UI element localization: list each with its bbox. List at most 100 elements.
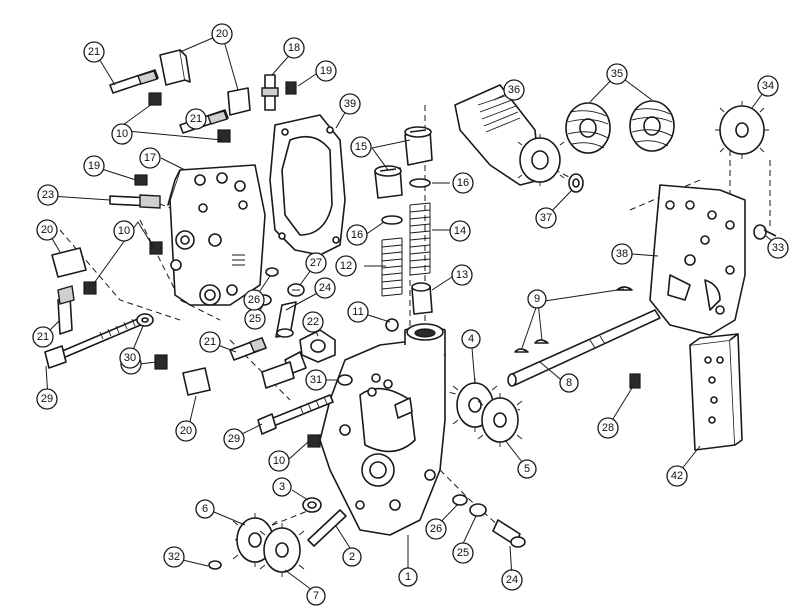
nut-22	[284, 329, 336, 375]
callout-42: 42	[666, 465, 688, 487]
valve-13	[411, 282, 433, 315]
callout-16-right: 16	[452, 172, 474, 194]
callout-32: 32	[163, 546, 185, 568]
callout-26-upper: 26	[243, 289, 265, 311]
callout-20-bottom: 20	[175, 420, 197, 442]
plug-15-upper	[404, 126, 433, 166]
callout-label-10-left: 10	[118, 225, 130, 237]
gear-5	[477, 393, 523, 447]
callout-label-29-lower: 29	[228, 433, 240, 445]
gasket	[269, 114, 346, 256]
callout-label-5: 5	[524, 463, 530, 475]
callout-7: 7	[306, 586, 326, 606]
callout-label-25-lower: 25	[457, 547, 469, 559]
screw-24-upper	[275, 301, 297, 338]
callout-label-15: 15	[355, 141, 367, 153]
callout-label-21-mid: 21	[190, 113, 202, 125]
callout-label-12: 12	[340, 260, 352, 272]
callouts: 1 2 3 4 5 6 7 8 9 10 10 10 10 11 12 13 1…	[32, 23, 789, 606]
callout-10-left: 10	[113, 220, 135, 242]
callout-12: 12	[335, 255, 357, 277]
callout-17: 17	[139, 147, 161, 169]
callout-14: 14	[449, 220, 471, 242]
elbow-fitting-20-mid	[227, 87, 251, 116]
washer-31	[337, 374, 353, 386]
callout-30: 30	[119, 347, 141, 369]
washer-37	[568, 173, 584, 193]
callout-21-top: 21	[83, 41, 105, 63]
screw-33	[753, 224, 777, 240]
callout-label-21-top: 21	[88, 46, 100, 58]
callout-label-25-upper: 25	[249, 313, 261, 325]
callout-label-24-lower: 24	[506, 574, 518, 586]
callout-20-left: 20	[36, 219, 58, 241]
callout-label-19-top: 19	[320, 65, 332, 77]
fitting-23	[109, 194, 161, 209]
callout-33: 33	[767, 237, 789, 259]
callout-label-36: 36	[508, 84, 520, 96]
callout-label-14: 14	[454, 225, 466, 237]
callout-24-upper: 24	[314, 277, 336, 299]
callout-label-34: 34	[762, 80, 774, 92]
callout-27: 27	[305, 252, 327, 274]
callout-label-13: 13	[456, 269, 468, 281]
callout-label-38: 38	[616, 248, 628, 260]
callout-label-26-lower: 26	[430, 523, 442, 535]
callout-34: 34	[757, 75, 779, 97]
callout-28: 28	[597, 417, 619, 439]
callout-16-left: 16	[346, 224, 368, 246]
spring-14	[409, 202, 431, 276]
woodruff-keys	[514, 286, 633, 353]
callout-21-bottom: 21	[199, 331, 221, 353]
callout-label-18: 18	[288, 42, 300, 54]
callout-21-mid: 21	[185, 108, 207, 130]
callout-25-lower: 25	[452, 542, 474, 564]
callout-label-8: 8	[566, 377, 572, 389]
elbow-fitting-20-top	[159, 49, 191, 86]
callout-label-11: 11	[352, 306, 363, 318]
callout-label-17: 17	[144, 152, 156, 164]
callout-19-top: 19	[315, 60, 337, 82]
callout-15: 15	[350, 136, 372, 158]
callout-label-7: 7	[313, 590, 319, 602]
callout-label-20-top: 20	[216, 28, 228, 40]
callout-37: 37	[535, 207, 557, 229]
elbow-fitting-20-left	[51, 247, 87, 278]
callout-38: 38	[611, 243, 633, 265]
callout-label-19-left: 19	[88, 160, 100, 172]
callout-label-35: 35	[611, 68, 623, 80]
callout-label-16-left: 16	[351, 229, 363, 241]
bolt-29-lower	[257, 394, 334, 435]
elbow-fitting-20-bottom	[182, 367, 211, 396]
callout-label-37: 37	[540, 212, 552, 224]
fitting-21-lower-left	[261, 361, 295, 389]
drive-gear-shaft	[454, 84, 565, 186]
fitting-18	[261, 74, 279, 111]
callout-5: 5	[517, 459, 537, 479]
washer-30	[136, 313, 154, 327]
gear-7	[259, 523, 305, 577]
callout-label-4: 4	[468, 333, 474, 345]
callout-2: 2	[342, 547, 362, 567]
callout-35: 35	[606, 63, 628, 85]
callout-label-27: 27	[310, 257, 322, 269]
callout-label-16-right: 16	[457, 177, 469, 189]
washer-32	[208, 560, 222, 570]
callout-label-20-bottom: 20	[180, 425, 192, 437]
hose-barb-21-left	[57, 285, 75, 335]
callout-9: 9	[527, 289, 547, 309]
callout-label-3: 3	[279, 481, 285, 493]
callout-label-39: 39	[344, 98, 356, 110]
callout-label-23: 23	[42, 189, 54, 201]
pump-body	[319, 323, 446, 536]
callout-25-upper: 25	[244, 308, 266, 330]
callout-label-32: 32	[168, 551, 180, 563]
washers-26	[265, 267, 468, 506]
spacer-block	[689, 333, 743, 451]
mounting-gasket	[649, 184, 746, 336]
worm-gears	[565, 100, 675, 154]
hose-barb-21-top	[109, 69, 159, 94]
idler-gear	[715, 101, 769, 159]
callout-22: 22	[302, 311, 324, 333]
